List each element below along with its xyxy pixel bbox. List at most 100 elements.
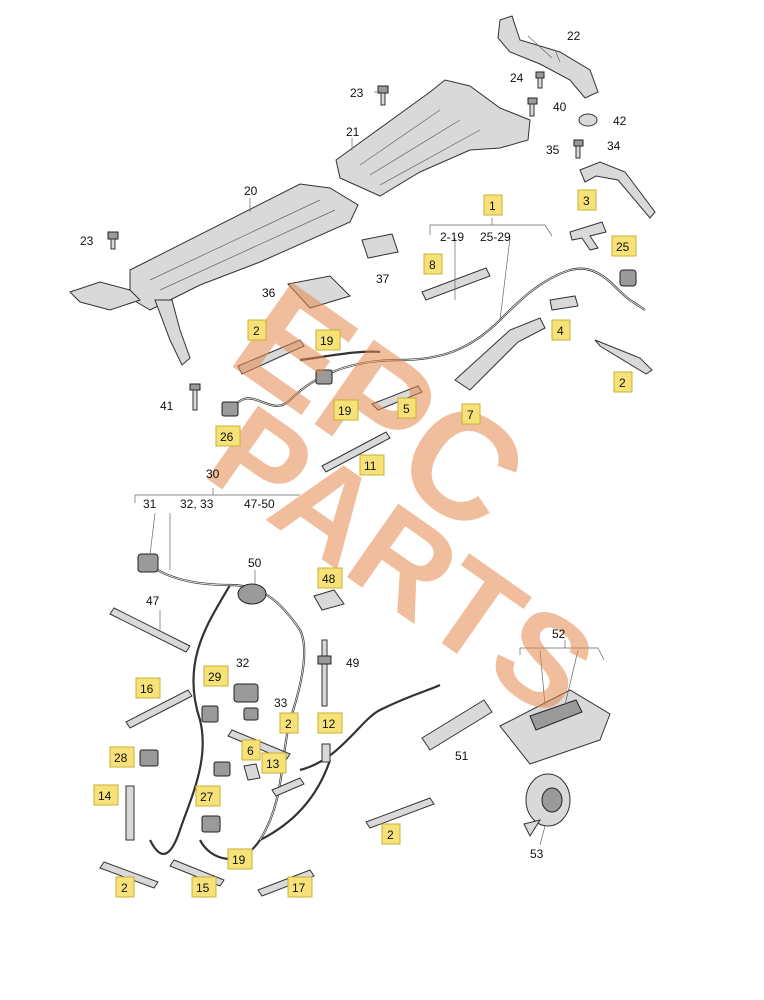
cable-tie-part-2-right[interactable] — [594, 339, 653, 375]
wiring-harness-lower[interactable] — [149, 564, 441, 860]
svg-text:2: 2 — [253, 324, 260, 338]
tape-roll-part-53[interactable] — [523, 773, 571, 838]
bracket-part-34[interactable] — [579, 161, 656, 219]
connector-part-32[interactable] — [233, 683, 259, 703]
svg-text:28: 28 — [114, 751, 128, 765]
connector-part-25[interactable] — [619, 269, 637, 287]
svg-text:26: 26 — [220, 430, 234, 444]
callout-22: 22 — [567, 29, 581, 43]
callout-24: 24 — [510, 71, 524, 85]
badge-19a: 19 — [315, 329, 341, 351]
badge-12: 12 — [317, 712, 343, 734]
connector-part-31[interactable] — [137, 553, 159, 573]
connector-part-19-lower[interactable] — [201, 815, 221, 833]
svg-text:19: 19 — [320, 334, 334, 348]
svg-text:19: 19 — [232, 853, 246, 867]
badge-7: 7 — [461, 403, 481, 425]
svg-text:2: 2 — [121, 881, 128, 895]
module-part-36[interactable] — [287, 275, 351, 309]
pad-part-37[interactable] — [361, 233, 399, 259]
callout-41: 41 — [160, 399, 174, 413]
bolt-part-40[interactable] — [527, 97, 538, 117]
bracket-part-48[interactable] — [313, 589, 345, 611]
cable-tie-part-2-bottom[interactable] — [99, 861, 159, 889]
bolt-part-24[interactable] — [535, 71, 545, 89]
svg-text:29: 29 — [208, 670, 222, 684]
badge-14: 14 — [93, 784, 119, 806]
badge-2e: 2 — [115, 876, 135, 898]
clip-part-13[interactable] — [271, 777, 305, 797]
callout-21: 21 — [346, 125, 360, 139]
tube-part-51[interactable] — [421, 699, 493, 751]
callout-52: 52 — [552, 627, 566, 641]
bracket-part-3[interactable] — [569, 221, 607, 251]
badge-4: 4 — [551, 319, 571, 341]
cover-part-21[interactable] — [335, 79, 531, 197]
nut-part-42[interactable] — [578, 113, 598, 127]
callout-36: 36 — [262, 286, 276, 300]
badge-3: 3 — [577, 189, 597, 211]
callout-23a: 23 — [350, 86, 364, 100]
callout-53: 53 — [530, 847, 544, 861]
leader-lines — [134, 49, 605, 846]
clip-part-4[interactable] — [549, 295, 579, 311]
cable-tie-part-16[interactable] — [125, 689, 193, 729]
callout-50: 50 — [248, 556, 262, 570]
callout-labels: 22 24 40 42 35 34 23 21 20 23 2-19 25-29… — [80, 29, 637, 898]
callout-49: 49 — [346, 656, 360, 670]
svg-text:2: 2 — [285, 717, 292, 731]
svg-text:25: 25 — [616, 240, 630, 254]
bolt-part-41[interactable] — [189, 383, 201, 411]
badge-29: 29 — [203, 665, 229, 687]
connector-part-29[interactable] — [201, 705, 219, 723]
badge-17: 17 — [287, 876, 313, 898]
svg-text:3: 3 — [583, 194, 590, 208]
clip-part-14[interactable] — [125, 785, 135, 841]
callout-2-19: 2-19 — [440, 230, 464, 244]
badge-2d: 2 — [381, 823, 401, 845]
callout-51: 51 — [455, 749, 469, 763]
svg-text:5: 5 — [403, 402, 410, 416]
bolt-part-23-left[interactable] — [107, 231, 119, 250]
clip-part-5[interactable] — [371, 385, 423, 411]
cable-tie-part-2-lower-right[interactable] — [365, 797, 435, 829]
badge-25: 25 — [611, 235, 637, 257]
badge-26: 26 — [215, 425, 241, 447]
rail-part-7[interactable] — [454, 317, 546, 391]
svg-text:17: 17 — [292, 881, 306, 895]
svg-text:13: 13 — [266, 757, 280, 771]
svg-text:27: 27 — [200, 790, 214, 804]
svg-text:14: 14 — [98, 789, 112, 803]
stud-part-49[interactable] — [317, 639, 332, 707]
bolt-part-35[interactable] — [573, 139, 584, 159]
cable-tie-part-11[interactable] — [321, 431, 391, 473]
svg-text:16: 16 — [140, 682, 154, 696]
badge-19c: 19 — [227, 848, 253, 870]
connector-part-27[interactable] — [213, 761, 231, 777]
connector-part-19-upper[interactable] — [315, 369, 333, 385]
callout-32: 32 — [236, 656, 250, 670]
clip-part-12[interactable] — [321, 743, 331, 763]
cover-part-20[interactable] — [69, 183, 359, 366]
pad-assembly-part-52[interactable] — [499, 689, 611, 765]
cable-tie-part-2-upper[interactable] — [237, 339, 305, 375]
connector-part-26[interactable] — [221, 401, 239, 417]
callout-32-33: 32, 33 — [180, 497, 214, 511]
callout-31: 31 — [143, 497, 157, 511]
clip-part-6[interactable] — [243, 763, 261, 781]
connector-part-28[interactable] — [139, 749, 159, 767]
connector-part-33[interactable] — [243, 707, 259, 721]
callout-20: 20 — [244, 184, 258, 198]
tube-part-8[interactable] — [421, 267, 491, 301]
cable-tie-part-47[interactable] — [109, 607, 191, 653]
wiring-harness-upper[interactable] — [231, 267, 646, 411]
svg-text:4: 4 — [557, 324, 564, 338]
grommet-part-50[interactable] — [237, 583, 267, 605]
callout-33: 33 — [274, 696, 288, 710]
badge-13: 13 — [261, 752, 287, 774]
bolt-part-23-top[interactable] — [377, 85, 389, 106]
svg-text:19: 19 — [338, 404, 352, 418]
callout-35: 35 — [546, 143, 560, 157]
svg-text:2: 2 — [387, 828, 394, 842]
bracket-part-22[interactable] — [497, 15, 599, 99]
